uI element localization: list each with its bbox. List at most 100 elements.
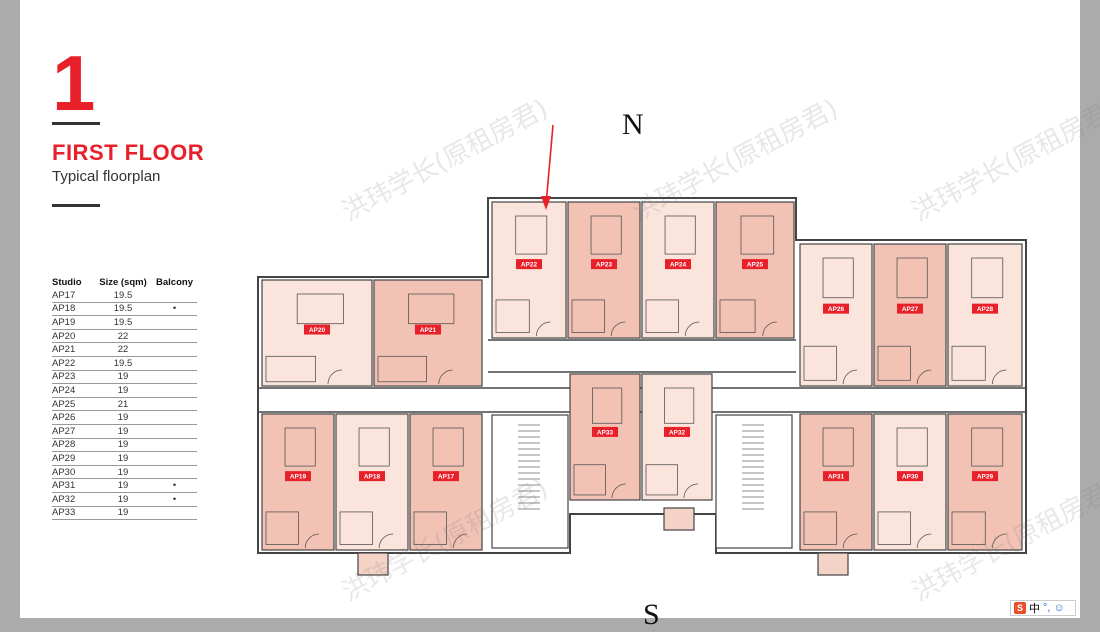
unit-floor bbox=[641, 201, 715, 339]
size-cell: 19 bbox=[94, 478, 152, 493]
size-cell: 19.5 bbox=[94, 289, 152, 303]
door-swing-icon bbox=[683, 483, 699, 499]
unit-label-badge bbox=[359, 471, 385, 482]
size-cell: 19 bbox=[94, 492, 152, 507]
unit-ap24: AP24 bbox=[641, 201, 715, 339]
balcony-cell bbox=[152, 315, 197, 330]
balcony-cell bbox=[152, 383, 197, 398]
size-cell: 19 bbox=[94, 438, 152, 453]
unit-label: AP25 bbox=[747, 262, 764, 269]
unit-floor bbox=[641, 373, 713, 501]
balcony-cell bbox=[152, 329, 197, 344]
unit-ap26: AP26 bbox=[799, 243, 873, 387]
balcony-cell bbox=[152, 424, 197, 439]
divider-top bbox=[52, 122, 100, 125]
balcony-cell bbox=[152, 410, 197, 425]
unit-label-badge bbox=[415, 324, 441, 335]
bed-icon bbox=[296, 293, 344, 325]
balcony-ap32 bbox=[663, 507, 695, 531]
table-header-row: Studio Size (sqm) Balcony bbox=[52, 276, 197, 289]
header-studio: Studio bbox=[52, 277, 82, 288]
studio-cell: AP23 bbox=[52, 370, 94, 385]
unit-floor bbox=[261, 413, 335, 551]
unit-label-badge bbox=[591, 259, 617, 270]
ime-mode-label[interactable]: 中 bbox=[1029, 603, 1040, 615]
unit-label-badge bbox=[665, 259, 691, 270]
bed-icon bbox=[896, 427, 928, 467]
unit-label-badge bbox=[823, 303, 849, 314]
studio-cell: AP30 bbox=[52, 465, 94, 480]
floor-title: FIRST FLOOR bbox=[52, 140, 205, 165]
studio-cell: AP26 bbox=[52, 410, 94, 425]
unit-label: AP21 bbox=[420, 327, 437, 334]
ime-punct[interactable]: °, bbox=[1043, 602, 1051, 614]
unit-label: AP20 bbox=[309, 327, 326, 334]
bathroom-icon bbox=[645, 299, 679, 333]
size-cell: 21 bbox=[94, 397, 152, 412]
door-swing-icon bbox=[610, 321, 626, 337]
bed-icon bbox=[515, 215, 548, 255]
ime-emoji-icon[interactable]: ☺ bbox=[1053, 602, 1065, 614]
unit-floor bbox=[409, 413, 483, 551]
studio-cell: AP20 bbox=[52, 329, 94, 344]
sogou-icon[interactable]: S bbox=[1014, 602, 1026, 614]
bed-icon bbox=[408, 293, 455, 325]
door-swing-icon bbox=[842, 369, 858, 385]
door-swing-icon bbox=[327, 369, 343, 385]
balcony-ap18 bbox=[357, 552, 389, 576]
bathroom-icon bbox=[571, 299, 605, 333]
unit-label: AP19 bbox=[290, 474, 307, 481]
studio-cell: AP31 bbox=[52, 478, 94, 493]
door-swing-icon bbox=[992, 533, 1007, 549]
studio-cell: AP33 bbox=[52, 506, 94, 521]
unit-label-badge bbox=[823, 471, 849, 482]
unit-label: AP28 bbox=[977, 306, 994, 313]
studio-cell: AP21 bbox=[52, 342, 94, 357]
unit-ap20: AP20 bbox=[261, 279, 373, 387]
studio-cell: AP19 bbox=[52, 315, 94, 330]
door-swing-icon bbox=[378, 533, 394, 549]
unit-label-badge bbox=[664, 426, 690, 437]
unit-ap33: AP33 bbox=[569, 373, 641, 501]
bathroom-icon bbox=[645, 464, 678, 496]
door-swing-icon bbox=[992, 369, 1007, 385]
balcony-cell: • bbox=[152, 492, 197, 507]
unit-label-badge bbox=[516, 259, 542, 270]
stairwell-right bbox=[715, 414, 793, 549]
bed-icon bbox=[971, 257, 1004, 299]
bed-icon bbox=[664, 387, 695, 424]
north-label: N bbox=[622, 108, 644, 141]
unit-floor bbox=[873, 413, 947, 551]
unit-floor bbox=[799, 243, 873, 387]
door-swing-icon bbox=[611, 483, 627, 499]
unit-floor bbox=[335, 413, 409, 551]
unit-ap25: AP25 bbox=[715, 201, 795, 339]
unit-label: AP17 bbox=[438, 474, 455, 481]
unit-label: AP18 bbox=[364, 474, 381, 481]
bathroom-icon bbox=[377, 355, 427, 383]
unit-label-badge bbox=[742, 259, 768, 270]
bed-icon bbox=[590, 215, 622, 255]
unit-label: AP31 bbox=[828, 474, 845, 481]
ime-toolbar[interactable]: S 中 °, ☺ bbox=[1010, 600, 1076, 616]
balcony-cell bbox=[152, 370, 197, 385]
unit-label: AP24 bbox=[670, 262, 687, 269]
unit-ap19: AP19 bbox=[261, 413, 335, 551]
studio-cell: AP29 bbox=[52, 451, 94, 466]
bed-icon bbox=[358, 427, 390, 467]
unit-ap32: AP32 bbox=[641, 373, 713, 501]
unit-label-badge bbox=[592, 426, 618, 437]
balcony-cell: • bbox=[152, 478, 197, 493]
unit-floor bbox=[799, 413, 873, 551]
balcony-cell bbox=[152, 342, 197, 357]
bathroom-icon bbox=[265, 355, 316, 383]
